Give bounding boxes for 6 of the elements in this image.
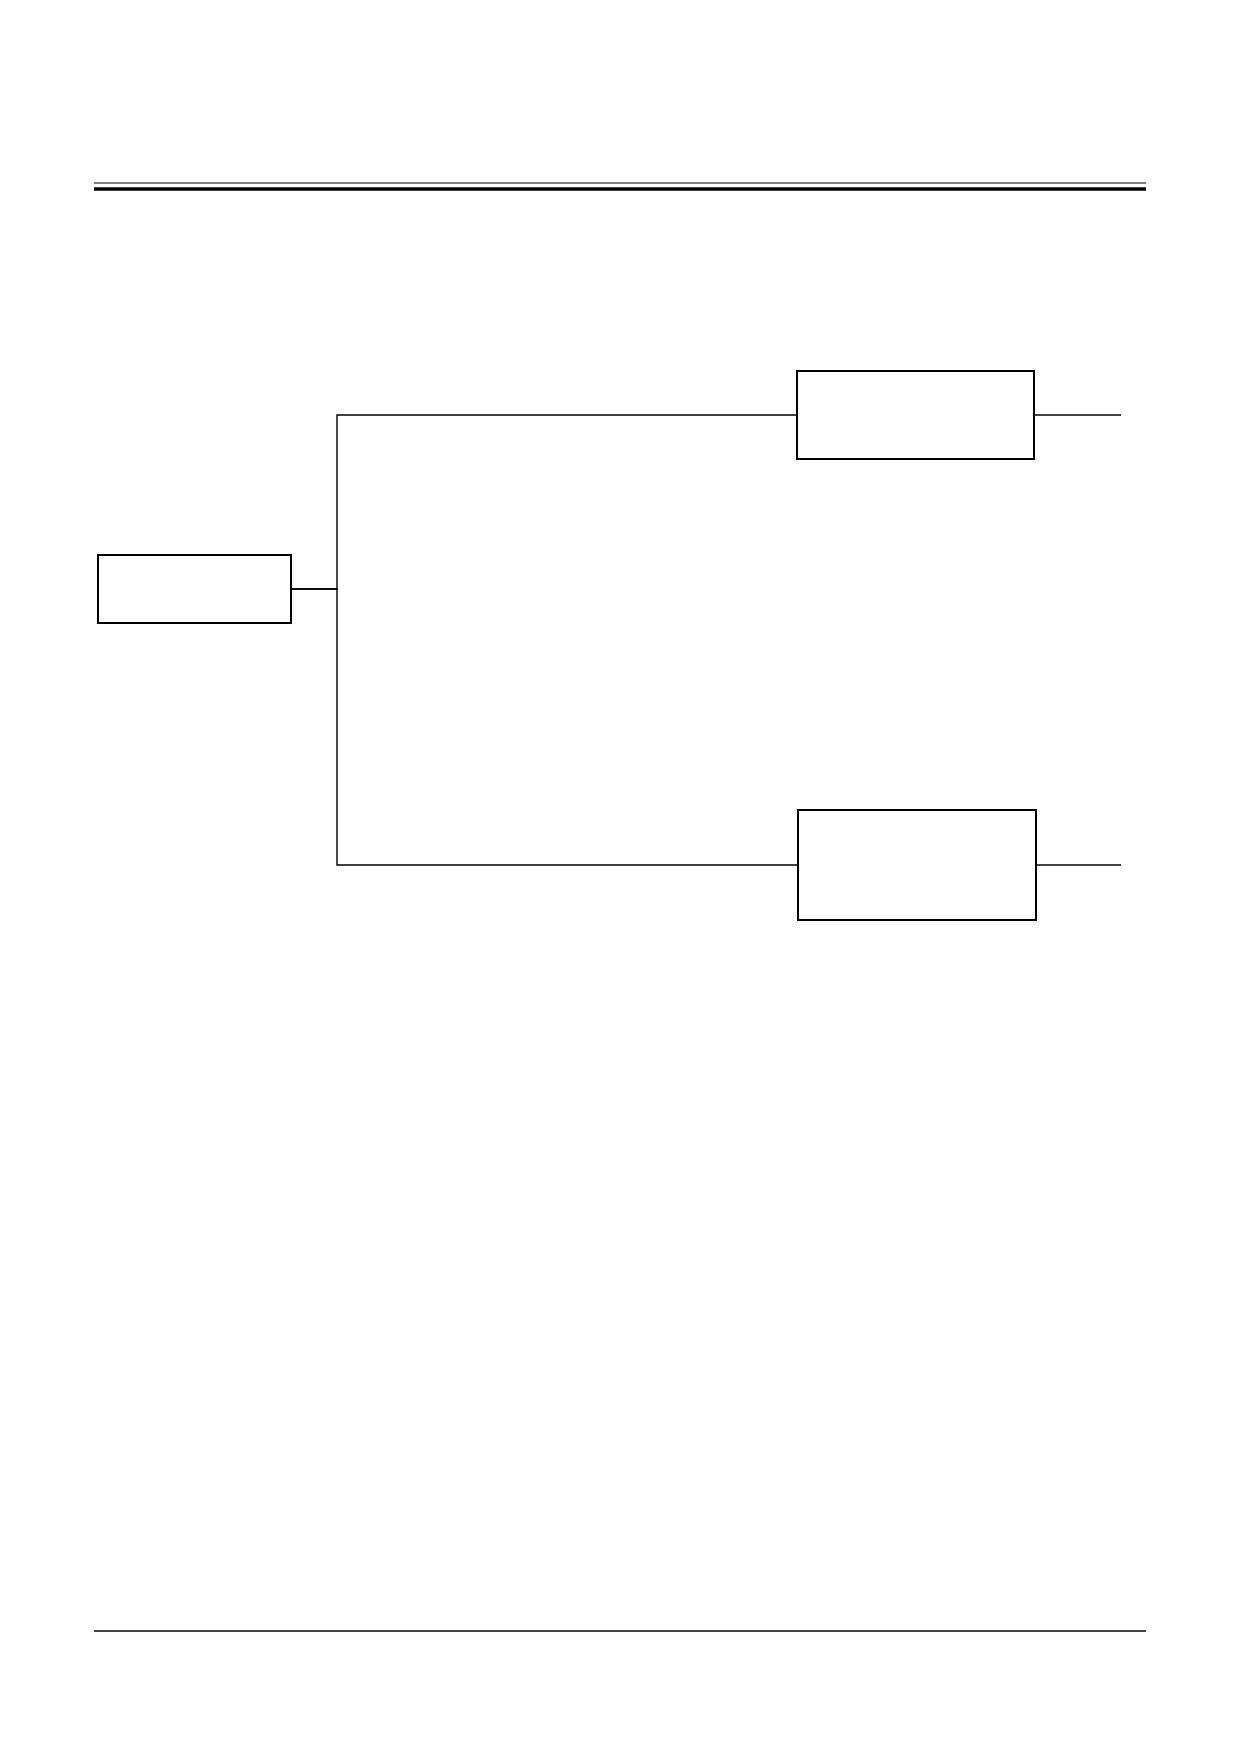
connector-line bbox=[1034, 414, 1122, 416]
connector-line bbox=[291, 588, 798, 866]
connector-line bbox=[1036, 864, 1122, 866]
process-box bbox=[797, 809, 1037, 921]
process-box bbox=[796, 370, 1035, 460]
process-box bbox=[97, 554, 292, 624]
